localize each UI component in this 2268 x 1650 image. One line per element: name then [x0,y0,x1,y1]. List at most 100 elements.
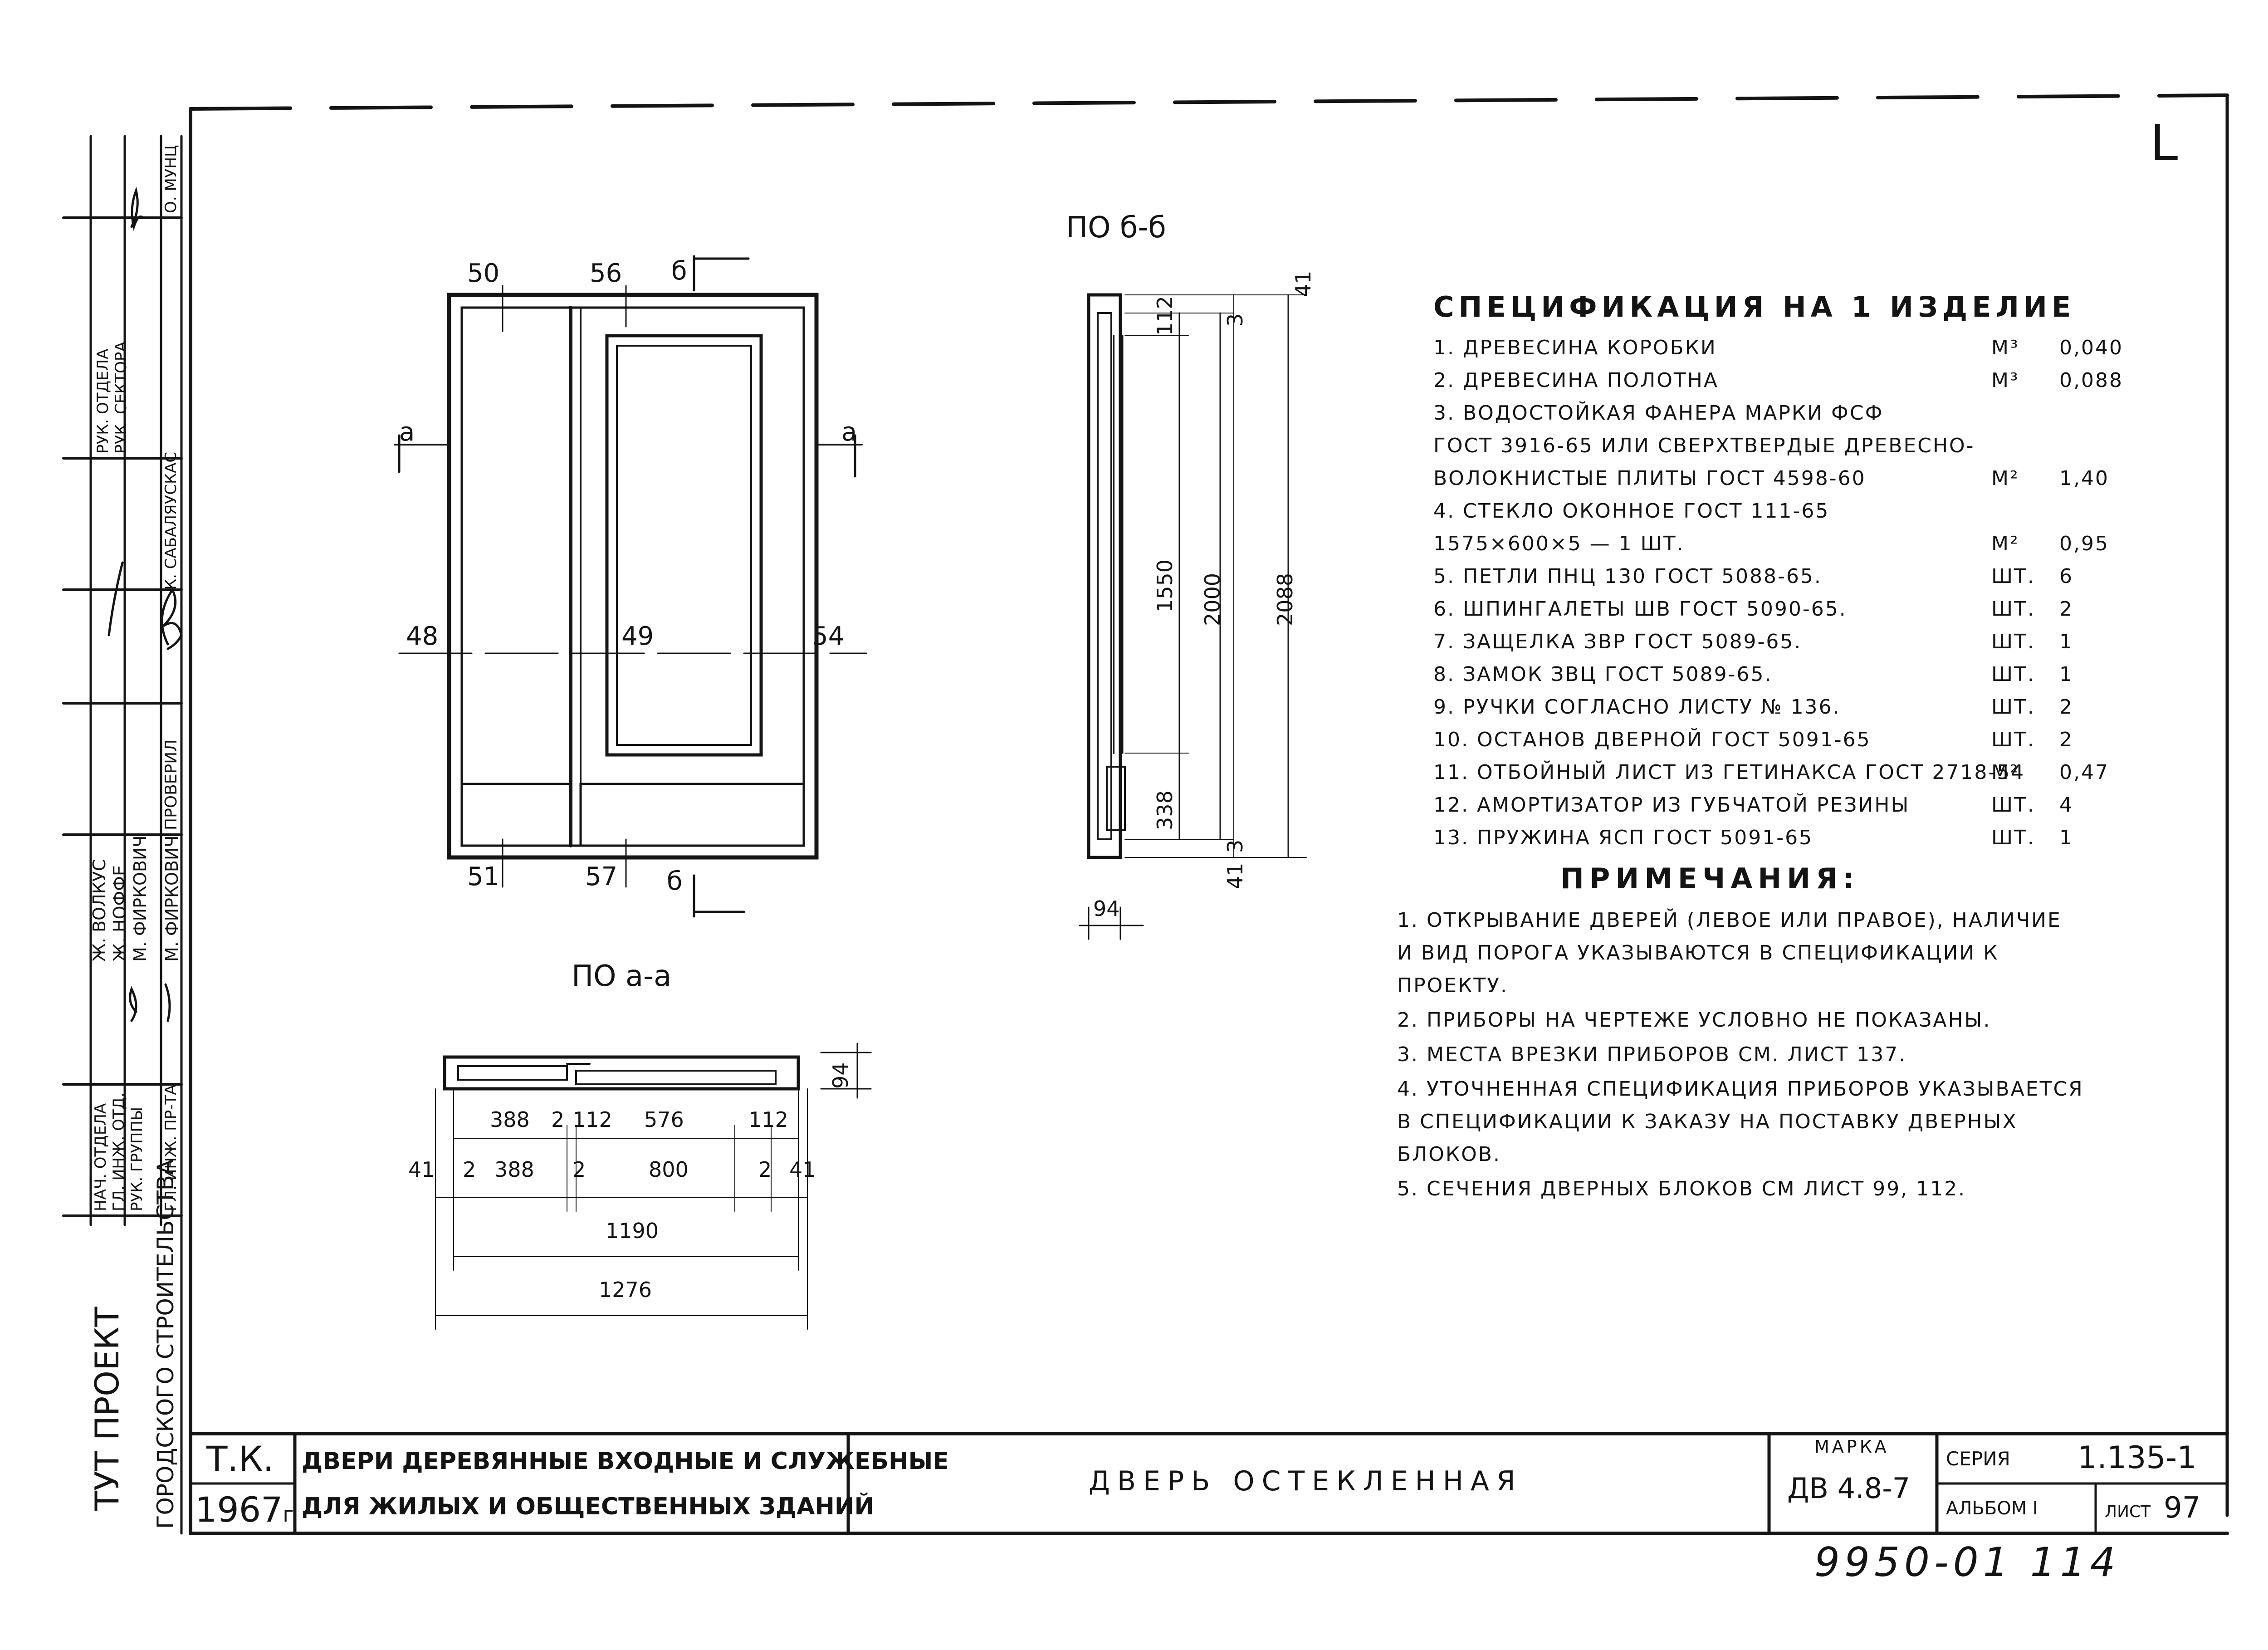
cut-label: б [671,256,687,286]
spec-row-unit: М³ [1991,336,2019,359]
side-stamp-institute: ТУТ ПРОЕКТ [88,1307,126,1511]
spec-row-text: 3. ВОДОСТОЙКАЯ ФАНЕРА МАРКИ ФСФ [1433,401,1884,425]
spec-row-qty: 1 [2059,826,2073,849]
dim-label: 338 [1153,790,1177,830]
note-item: 5. СЕЧЕНИЯ ДВЕРНЫХ БЛОКОВ СМ ЛИСТ 99, 11… [1397,1177,1966,1200]
corner-mark: L [2150,114,2178,172]
spec-row-unit: М² [1991,532,2019,555]
spec-row-unit: ШТ. [1991,728,2035,751]
dim-label: 54 [812,622,845,651]
dim-label: 800 [649,1157,689,1182]
dim-label: 56 [590,259,622,288]
dim-label: 2000 [1200,573,1225,626]
specification-title: СПЕЦИФИКАЦИЯ НА 1 ИЗДЕЛИЕ [1433,290,2076,323]
spec-row-text: 2. ДРЕВЕСИНА ПОЛОТНА [1433,369,1719,392]
spec-row: 8. ЗАМОК ЗВЦ ГОСТ 5089-65.ШТ.1 [1433,659,2141,692]
spec-row: ГОСТ 3916-65 ИЛИ СВЕРХТВЕРДЫЕ ДРЕВЕСНО- [1433,431,2141,463]
section-b-label: ПО б-б [1066,211,1166,245]
note-item: 4. УТОЧНЕННАЯ СПЕЦИФИКАЦИЯ ПРИБОРОВ УКАЗ… [1397,1077,2084,1166]
dim-label: 49 [621,622,654,651]
dim-label: 3 [1223,839,1247,853]
specification-table: СПЕЦИФИКАЦИЯ НА 1 ИЗДЕЛИЕ 1. ДРЕВЕСИНА К… [1433,290,2141,855]
spec-row-qty: 2 [2059,728,2073,751]
spec-row-text: 13. ПРУЖИНА ЯСП ГОСТ 5091-65 [1433,826,1813,849]
year-value: 1967 [195,1489,283,1530]
spec-row-text: ГОСТ 3916-65 ИЛИ СВЕРХТВЕРДЫЕ ДРЕВЕСНО- [1433,434,1975,457]
dim-label: 112 [1153,296,1177,336]
spec-row-qty: 6 [2059,565,2073,588]
dim-label: 41 [789,1157,816,1182]
dim-label: 41 [1291,270,1315,297]
spec-row: 11. ОТБОЙНЫЙ ЛИСТ ИЗ ГЕТИНАКСА ГОСТ 2718… [1433,757,2141,790]
spec-row-text: ВОЛОКНИСТЫЕ ПЛИТЫ ГОСТ 4598-60 [1433,467,1866,490]
spec-row-text: 9. РУЧКИ СОГЛАСНО ЛИСТУ № 136. [1433,695,1841,719]
notes-section: ПРИМЕЧАНИЯ: 1. ОТКРЫВАНИЕ ДВЕРЕЙ (ЛЕВОЕ … [1397,862,2146,1207]
spec-row-unit: М³ [1991,369,2019,392]
title-block-seria-value: 1.135-1 [2077,1440,2197,1476]
title-block-name-line2: ДЛЯ ЖИЛЫХ И ОБЩЕСТВЕННЫХ ЗДАНИЙ [302,1493,874,1520]
dim-label: 2 [463,1157,476,1182]
spec-row: 6. ШПИНГАЛЕТЫ ШВ ГОСТ 5090-65.ШТ.2 [1433,594,2141,627]
spec-row-qty: 0,47 [2059,761,2109,784]
dim-label: 112 [572,1107,612,1132]
spec-row-unit: М² [1991,761,2019,784]
spec-row-qty: 0,040 [2059,336,2123,359]
dim-label: 94 [1093,896,1120,921]
spec-row: 9. РУЧКИ СОГЛАСНО ЛИСТУ № 136.ШТ.2 [1433,692,2141,725]
dim-label: 94 [828,1062,853,1089]
spec-row-text: 5. ПЕТЛИ ПНЦ 130 ГОСТ 5088-65. [1433,565,1822,588]
spec-row-text: 1. ДРЕВЕСИНА КОРОБКИ [1433,336,1717,359]
spec-row-qty: 4 [2059,793,2073,817]
spec-row: 3. ВОДОСТОЙКАЯ ФАНЕРА МАРКИ ФСФ [1433,398,2141,431]
spec-row-unit: ШТ. [1991,565,2035,588]
cut-label: а [399,417,415,447]
spec-row-qty: 2 [2059,695,2073,719]
spec-row: 1. ДРЕВЕСИНА КОРОБКИ М³ 0,040 [1433,333,2141,365]
dim-label: 388 [490,1107,530,1132]
spec-row: 7. ЗАЩЕЛКА ЗВР ГОСТ 5089-65.ШТ.1 [1433,627,2141,659]
dim-label: 2 [758,1157,772,1182]
dim-label: 41 [1223,862,1247,889]
dim-label: 1190 [606,1219,659,1243]
spec-row-text: 6. ШПИНГАЛЕТЫ ШВ ГОСТ 5090-65. [1433,597,1847,621]
dim-label: 2088 [1273,573,1297,626]
dim-label: 51 [467,862,500,891]
spec-row-text: 4. СТЕКЛО ОКОННОЕ ГОСТ 111-65 [1433,499,1830,523]
dim-label: 576 [644,1107,684,1132]
note-item: 1. ОТКРЫВАНИЕ ДВЕРЕЙ (ЛЕВОЕ ИЛИ ПРАВОЕ),… [1397,909,2062,997]
spec-row-unit: М² [1991,467,2019,490]
note-item: 2. ПРИБОРЫ НА ЧЕРТЕЖЕ УСЛОВНО НЕ ПОКАЗАН… [1397,1009,1991,1032]
spec-row-qty: 1 [2059,663,2073,686]
spec-row-qty: 0,95 [2059,532,2109,555]
cut-label: б [667,867,683,896]
title-block-year: 1967г [195,1493,294,1527]
spec-row-text: 12. АМОРТИЗАТОР ИЗ ГУБЧАТОЙ РЕЗИНЫ [1433,793,1910,817]
dim-label: 388 [494,1157,534,1182]
signature-marks [108,186,183,1022]
spec-row-text: 11. ОТБОЙНЫЙ ЛИСТ ИЗ ГЕТИНАКСА ГОСТ 2718… [1433,761,2025,784]
title-block-name-line1: ДВЕРИ ДЕРЕВЯННЫЕ ВХОДНЫЕ И СЛУЖЕБНЫЕ [302,1448,949,1475]
title-block-album: АЛЬБОМ I [1946,1498,2038,1519]
cut-label: а [841,417,857,447]
spec-row-text: 8. ЗАМОК ЗВЦ ГОСТ 5089-65. [1433,663,1773,686]
spec-row: 4. СТЕКЛО ОКОННОЕ ГОСТ 111-65 [1433,496,2141,529]
spec-row-qty: 2 [2059,597,2073,621]
dim-label: 48 [406,622,439,651]
dim-label: 57 [585,862,618,891]
title-block-list-value: 97 [2164,1491,2201,1525]
dim-label: 2 [572,1157,586,1182]
notes-title: ПРИМЕЧАНИЯ: [1560,862,1860,895]
dim-label: 50 [467,259,500,288]
spec-row-qty: 1,40 [2059,467,2109,490]
title-block-sheet-title: ДВЕРЬ ОСТЕКЛЕННАЯ [1089,1465,1523,1497]
title-block-list-label: ЛИСТ [2105,1503,2151,1521]
notes-list: 1. ОТКРЫВАНИЕ ДВЕРЕЙ (ЛЕВОЕ ИЛИ ПРАВОЕ),… [1397,904,2146,1205]
year-suffix: г [283,1502,294,1527]
spec-row: 5. ПЕТЛИ ПНЦ 130 ГОСТ 5088-65. ШТ. 6 [1433,561,2141,594]
spec-row: ВОЛОКНИСТЫЕ ПЛИТЫ ГОСТ 4598-60 М² 1,40 [1433,463,2141,496]
